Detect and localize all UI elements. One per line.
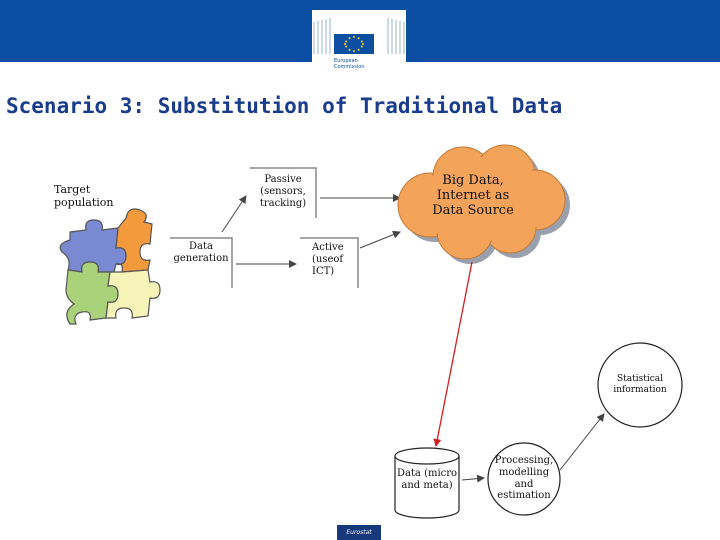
processing-label: Processing, modelling and estimation <box>494 455 554 502</box>
data-generation-label: Data generation <box>173 241 229 264</box>
arrow-active-to-cloud <box>359 230 401 249</box>
eu-flag-stars <box>344 36 364 52</box>
arrow-data-to-processing <box>461 474 485 483</box>
target-population-label: Target population <box>54 183 114 209</box>
puzzle-piece-orange <box>115 208 153 273</box>
eurostat-badge: Eurostat <box>337 525 381 540</box>
eu-flag <box>334 34 374 54</box>
big-data-cloud-core <box>401 148 562 256</box>
european-commission-logo: European Commission <box>312 10 406 80</box>
statistical-information-label: Statistical information <box>613 374 667 395</box>
active-label: Active (useof ICT) <box>312 242 344 277</box>
logo-text: European Commission <box>334 58 365 70</box>
puzzle-piece-blue <box>59 219 127 273</box>
statistical-information-circle <box>597 342 683 428</box>
data-store-label: Data (micro and meta) <box>396 468 458 491</box>
passive-label: Passive (sensors, tracking) <box>259 174 307 209</box>
logo-building-lines <box>313 18 405 54</box>
slide-title: Scenario 3: Substitution of Traditional … <box>6 94 563 118</box>
arrow-processing-to-statistics <box>559 413 605 471</box>
puzzle-piece-yellow <box>105 269 161 319</box>
active-bracket <box>300 237 359 288</box>
puzzle-icon <box>59 208 161 325</box>
processing-circle <box>487 442 561 516</box>
arrow-to-passive <box>221 195 247 233</box>
big-data-label: Big Data, Internet as Data Source <box>432 173 514 218</box>
data-cylinder <box>394 447 460 519</box>
passive-bracket <box>250 167 317 218</box>
arrow-cloud-to-data <box>433 261 473 447</box>
data-generation-bracket <box>170 237 233 288</box>
logo-graphic <box>313 18 405 54</box>
